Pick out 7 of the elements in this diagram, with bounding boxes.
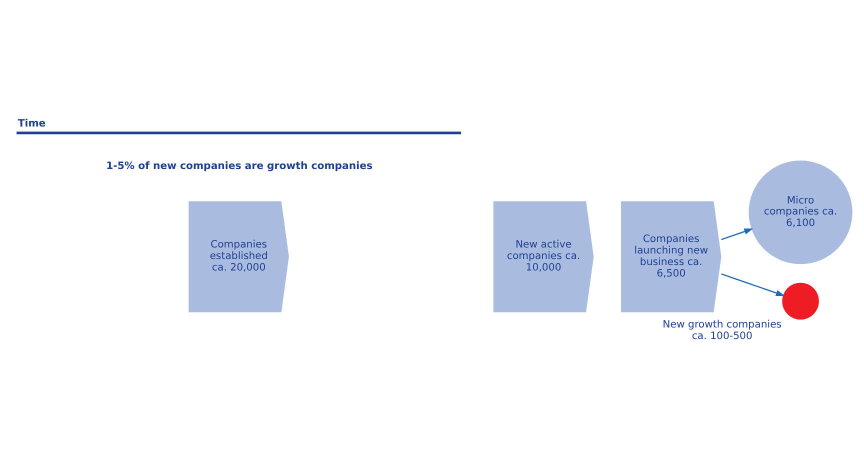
node-circle: Micro companies ca. 6,100 [748,160,852,264]
node-circle [782,282,819,320]
arrow [721,228,754,240]
label: 1-5% of new companies are growth companies [106,160,373,172]
label: Time [18,118,46,129]
arrow [721,272,785,296]
node-label: New growth companies ca. 100-500 [662,319,782,342]
